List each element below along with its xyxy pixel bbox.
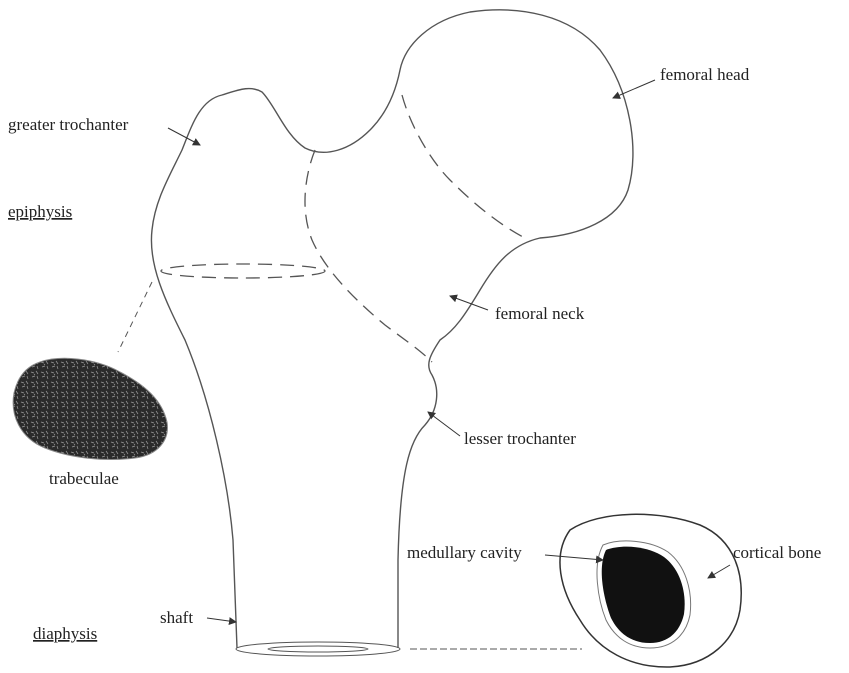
shaft-bottom-inner-ellipse [268, 646, 368, 652]
neck-dash-upper [402, 95, 525, 238]
label-trabeculae: trabeculae [49, 469, 119, 488]
shaft-arrow [207, 618, 236, 622]
trabeculae-connector [118, 282, 152, 352]
label-femoral-head: femoral head [660, 65, 750, 84]
label-lesser-trochanter: lesser trochanter [464, 429, 576, 448]
greater-trochanter-arrow [168, 128, 200, 145]
trabeculae-sample [13, 358, 167, 459]
shaft-bottom-ellipse [236, 642, 400, 656]
neck-dash-lower [305, 150, 432, 362]
label-medullary-cavity: medullary cavity [407, 543, 522, 562]
label-cortical-bone: cortical bone [733, 543, 821, 562]
label-epiphysis: epiphysis [8, 202, 72, 221]
label-shaft: shaft [160, 608, 193, 627]
lesser-trochanter-arrow [428, 412, 460, 436]
label-femoral-neck: femoral neck [495, 304, 585, 323]
label-diaphysis: diaphysis [33, 624, 97, 643]
label-greater-trochanter: greater trochanter [8, 115, 129, 134]
epiphyseal-plane [161, 264, 325, 278]
